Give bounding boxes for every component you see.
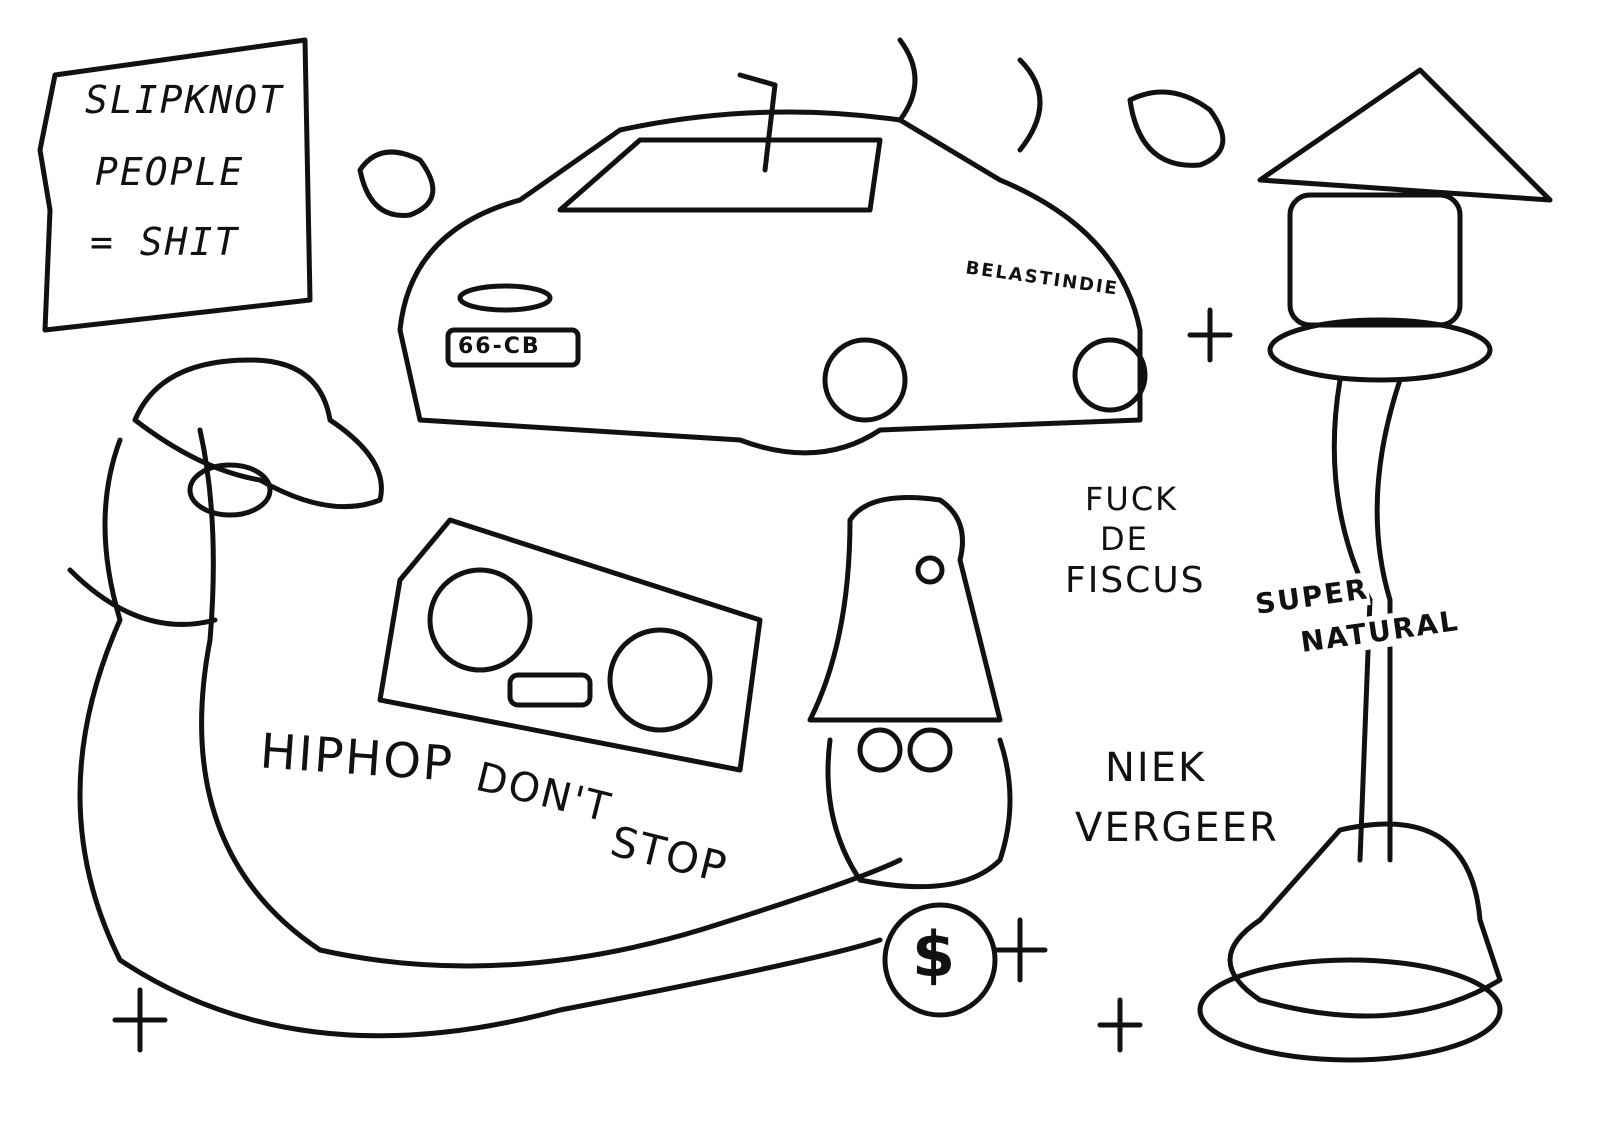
- sign-line-3: = SHIT: [90, 220, 240, 264]
- fiscus-line-2: DE: [1100, 520, 1149, 558]
- fiscus-line-3: FISCUS: [1065, 560, 1206, 601]
- bucket-hat-worm: [807, 495, 1013, 1018]
- artist-line-2: VERGEER: [1075, 805, 1279, 851]
- house-on-pole: [1197, 67, 1553, 1063]
- license-plate: 66-CB: [458, 334, 541, 359]
- sign-line-2: PEOPLE: [95, 150, 245, 194]
- worm-character: [67, 357, 903, 1039]
- fiscus-line-1: FUCK: [1085, 480, 1179, 518]
- artist-line-1: NIEK: [1105, 745, 1207, 791]
- dollar-pendant: $: [912, 918, 958, 991]
- car-drawing: [357, 37, 1226, 456]
- sign-board: [37, 37, 313, 333]
- boombox: [377, 517, 763, 773]
- sign-line-1: SLIPKNOT: [85, 78, 285, 122]
- sparkle-stars: [112, 307, 1233, 1053]
